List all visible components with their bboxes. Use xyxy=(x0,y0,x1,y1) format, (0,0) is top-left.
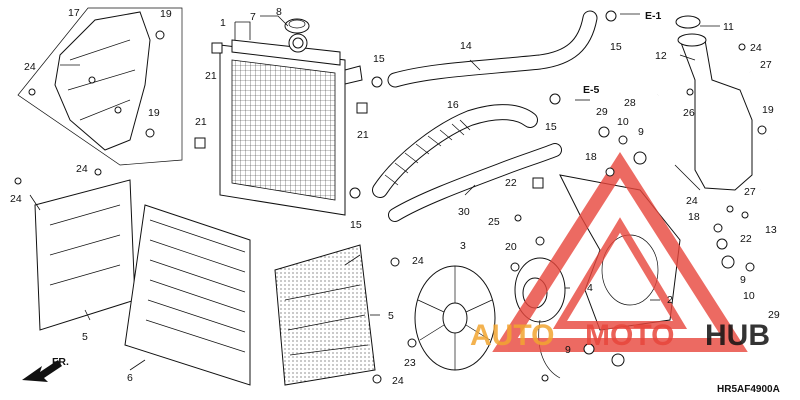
callout-label: 5 xyxy=(388,310,394,322)
radiator-cap-part xyxy=(284,18,310,34)
callout-label: 14 xyxy=(460,40,472,52)
callout-label: 15 xyxy=(350,219,362,231)
callout-label: 24 xyxy=(412,255,424,267)
callout-label: 1 xyxy=(220,17,226,29)
callout-label: 29 xyxy=(768,309,780,321)
callout-label: 24 xyxy=(750,42,762,54)
callout-label: 26 xyxy=(683,107,695,119)
callout-label: 17 xyxy=(68,7,80,19)
callout-label: 23 xyxy=(404,357,416,369)
upper-hose-part xyxy=(387,10,598,88)
callout-label: 11 xyxy=(723,21,734,33)
bracket-inset-frame xyxy=(17,7,183,166)
callout-label: 19 xyxy=(762,104,774,116)
callout-label: 18 xyxy=(585,151,597,163)
center-shroud-part xyxy=(274,244,376,386)
louver-grille-part xyxy=(124,204,251,386)
bracket-17-part xyxy=(54,11,151,151)
callout-label: 21 xyxy=(357,129,369,141)
callout-label: 21 xyxy=(195,116,207,128)
callout-label: 15 xyxy=(373,53,385,65)
callout-label: 4 xyxy=(587,282,593,294)
callout-label: 20 xyxy=(505,241,517,253)
front-marker-text: FR. xyxy=(52,356,69,368)
bypass-hose-part xyxy=(388,143,562,222)
watermark-part1: AUTO xyxy=(470,319,554,352)
callout-label: 19 xyxy=(160,8,172,20)
callout-label: 16 xyxy=(447,99,459,111)
overflow-tubes-part xyxy=(653,70,780,193)
lower-hose-part xyxy=(372,104,538,198)
left-shroud-part xyxy=(34,179,136,331)
callout-label: 25 xyxy=(488,216,500,228)
callout-label: 15 xyxy=(545,121,557,133)
callout-label: 19 xyxy=(148,107,160,119)
callout-label: 2 xyxy=(667,294,673,306)
reservoir-tank-part xyxy=(675,15,753,191)
watermark-part3: HUB xyxy=(705,319,770,352)
callout-label: 24 xyxy=(686,195,698,207)
callout-label: 9 xyxy=(740,274,746,286)
radiator-part xyxy=(219,33,363,216)
front-arrow-icon xyxy=(22,360,62,382)
fan-shroud-part xyxy=(559,174,681,331)
callout-label: 22 xyxy=(740,233,752,245)
callout-label: 24 xyxy=(76,163,88,175)
callout-labels: 17 19 24 19 1 7 8 21 15 21 21 14 15 11 1… xyxy=(10,6,780,387)
callout-label: 3 xyxy=(460,240,466,252)
callout-label: 12 xyxy=(655,50,667,62)
callout-label: 7 xyxy=(250,11,256,23)
diagram-code: HR5AF4900A xyxy=(717,384,780,395)
callout-label: 21 xyxy=(205,70,217,82)
callout-label: 10 xyxy=(617,116,629,128)
callout-label: 8 xyxy=(276,6,282,18)
callout-label: 9 xyxy=(565,344,571,356)
leader-lines xyxy=(29,13,720,371)
callout-label: 22 xyxy=(505,177,517,189)
callout-label: 5 xyxy=(82,331,88,343)
callout-label: 9 xyxy=(638,126,644,138)
watermark-text: AUTO MOTO HUB xyxy=(470,319,770,352)
reference-e1: E-1 xyxy=(645,10,662,22)
callout-label: 27 xyxy=(760,59,772,71)
callout-label: 10 xyxy=(743,290,755,302)
callout-label: 13 xyxy=(765,224,777,236)
callout-label: 24 xyxy=(10,193,22,205)
callout-label: 18 xyxy=(688,211,700,223)
callout-label: 30 xyxy=(458,206,470,218)
watermark-logo xyxy=(492,151,748,352)
callout-label: 6 xyxy=(127,372,133,384)
fasteners xyxy=(14,10,767,384)
callout-label: 24 xyxy=(24,61,36,73)
callout-label: 15 xyxy=(610,41,622,53)
callout-label: 27 xyxy=(744,186,756,198)
cooling-fan-part xyxy=(414,265,496,371)
reference-e5: E-5 xyxy=(583,84,600,96)
callout-label: 29 xyxy=(596,106,608,118)
callout-label: 28 xyxy=(624,97,636,109)
watermark-part2: MOTO xyxy=(585,319,674,352)
callout-label: 24 xyxy=(392,375,404,387)
